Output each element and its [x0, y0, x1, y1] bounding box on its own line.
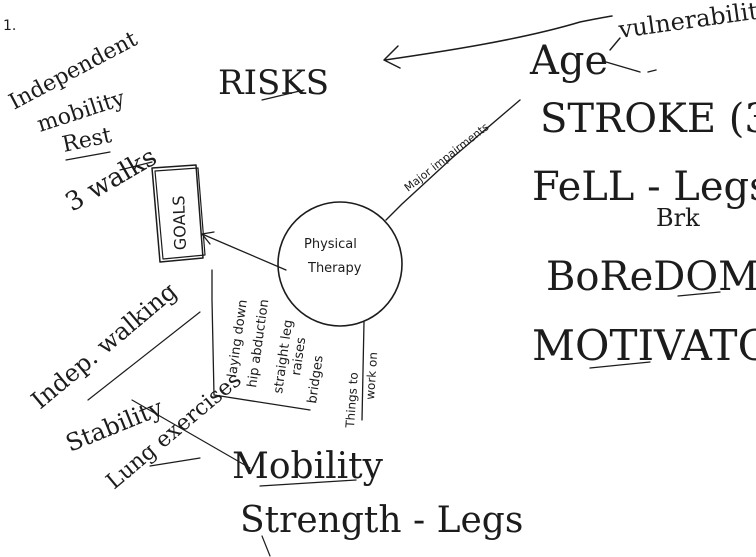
page-number: 1.: [3, 18, 16, 34]
note-strength-legs: Strength - Legs: [240, 500, 523, 541]
exercise-raises: raises: [289, 336, 309, 376]
risks-arrow-head: [383, 45, 401, 69]
risk-age: Age: [529, 38, 608, 84]
left-cross-line: [131, 399, 251, 469]
risk-break: Brk: [656, 204, 700, 232]
risks-underline: [261, 89, 305, 101]
center-circle: [277, 201, 403, 327]
things-branch-line: [361, 321, 365, 421]
risk-motivation: MOTIVATON: [532, 321, 756, 370]
things-label-line1: Things to: [343, 372, 361, 429]
goals-arrow-line: [201, 233, 287, 271]
motivation-underline: [589, 361, 651, 369]
left-diagonal-line: [87, 311, 201, 401]
center-label-line2: Therapy: [307, 261, 362, 276]
strength-tail: [261, 535, 271, 557]
risk-fell-legs: FeLL - Legs: [532, 164, 756, 210]
things-label-line2: work on: [363, 352, 380, 401]
risk-stroke: STROKE (3): [540, 96, 756, 142]
goals-box: GOALS: [151, 164, 206, 263]
left-short-line: [149, 457, 201, 467]
boredom-underline: [677, 291, 721, 297]
note-indep-walking: Indep. walking: [26, 277, 182, 415]
risks-label: RISKS: [218, 63, 329, 103]
exercises-branch-line: [211, 269, 311, 411]
exercise-bridges: bridges: [305, 354, 327, 404]
walks-line: [119, 161, 153, 171]
goals-arrow-head: [201, 231, 215, 245]
risk-boredom: BoReDOM: [546, 254, 756, 300]
risk-vulnerability: vulnerability: [616, 0, 756, 44]
rest-underline: [65, 151, 111, 161]
risks-arrow-line: [384, 15, 613, 61]
goals-label: GOALS: [169, 195, 190, 250]
center-label-line1: Physical: [304, 237, 357, 252]
impairments-branch-line: [385, 99, 521, 221]
age-vulnerability-link: [605, 37, 657, 73]
impairments-label: Major impairments: [402, 120, 492, 194]
note-mobility-bottom: Mobility: [232, 446, 384, 487]
mobility-underline: [259, 479, 357, 487]
